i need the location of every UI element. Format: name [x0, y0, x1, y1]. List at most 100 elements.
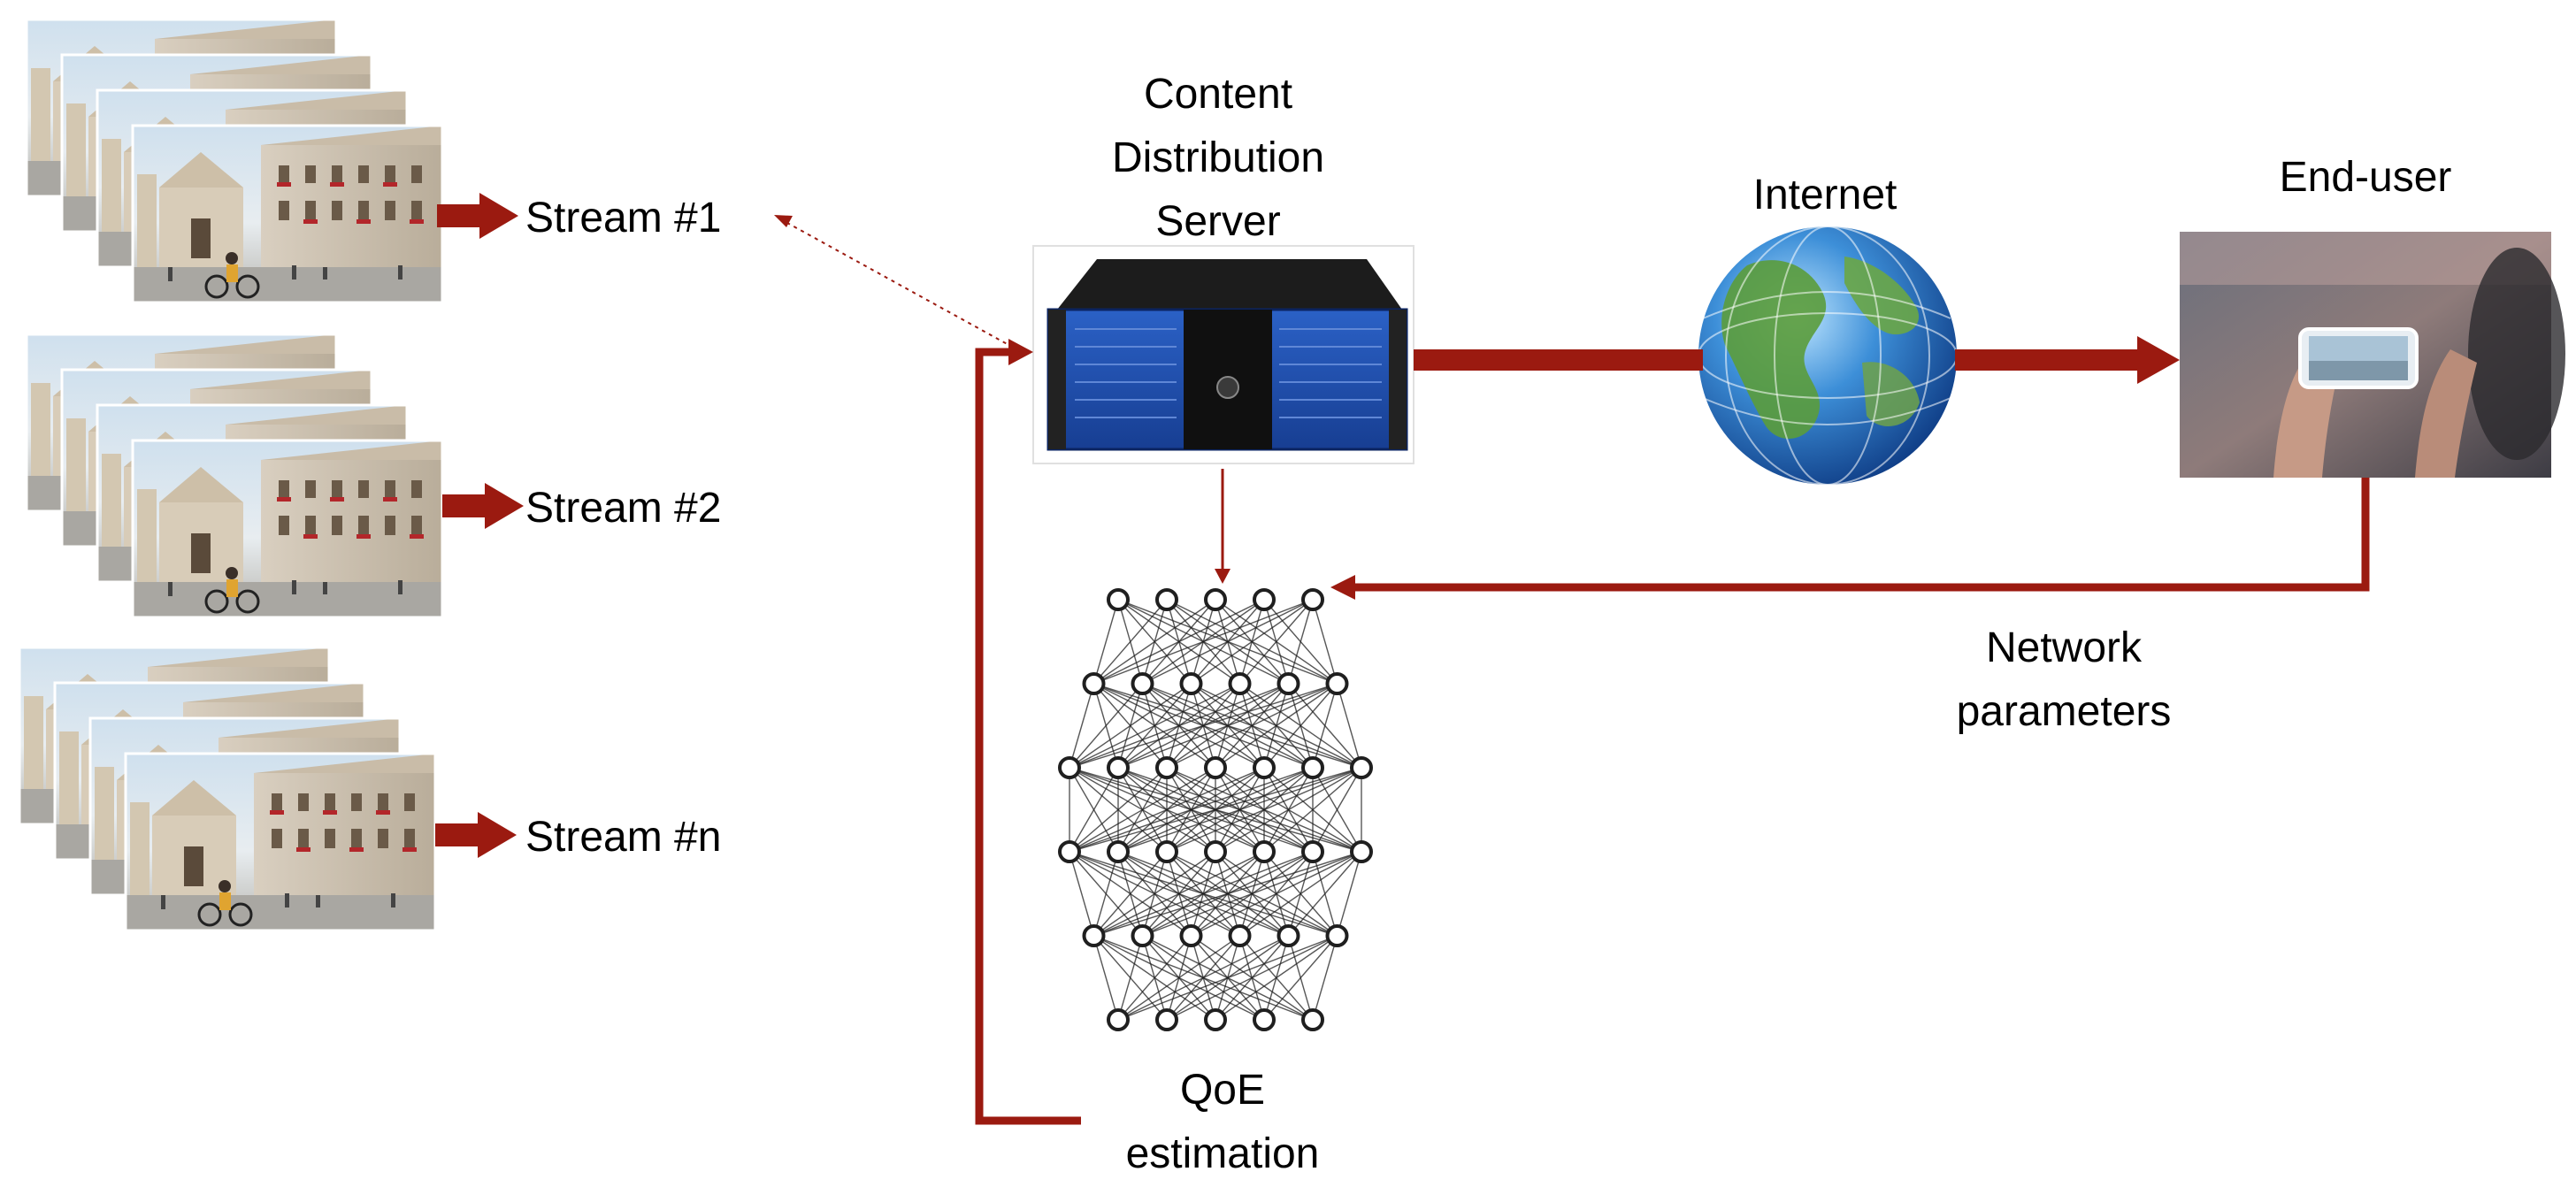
stream-arrow-shaft	[442, 494, 488, 517]
network-node	[1107, 1008, 1130, 1031]
stream-arrow-shaft	[435, 823, 481, 846]
network-node	[1107, 840, 1130, 863]
network-node	[1204, 1008, 1227, 1031]
network-edge	[1117, 935, 1144, 1021]
network-edge	[1191, 599, 1314, 685]
network-edge	[1142, 599, 1314, 685]
network-edge	[1069, 767, 1216, 853]
neural-network-icon	[1058, 588, 1373, 1031]
network-edge	[1069, 767, 1168, 853]
feedback-arrowhead	[1330, 575, 1355, 600]
network-edge	[1263, 935, 1338, 1021]
network-parameters-label-line-1: Network	[1986, 624, 2143, 671]
network-node	[1204, 756, 1227, 779]
network-edge	[1092, 851, 1168, 937]
network-edge	[1117, 935, 1289, 1021]
network-edge	[1069, 683, 1144, 769]
network-node	[1204, 588, 1227, 611]
qoe-feedback-line	[975, 348, 1081, 1125]
network-edge	[1093, 851, 1314, 937]
network-edge	[1093, 599, 1216, 685]
stream-arrowhead	[478, 812, 517, 858]
network-node	[1131, 924, 1154, 947]
network-node	[1325, 672, 1349, 695]
stream-arrow-shaft	[437, 204, 483, 227]
network-edge	[1069, 851, 1095, 937]
stream-frame	[126, 754, 435, 930]
network-node	[1276, 672, 1300, 695]
server-label-line-2: Distribution	[1112, 134, 1324, 181]
network-node	[1155, 1008, 1178, 1031]
network-edge	[1312, 767, 1362, 853]
end-user-arrowhead	[2137, 336, 2180, 384]
network-node	[1301, 1008, 1324, 1031]
network-edge	[1263, 683, 1338, 769]
network-edge	[1215, 683, 1338, 769]
network-edge	[1117, 767, 1362, 853]
network-node	[1179, 672, 1203, 695]
rack-server-icon	[1032, 245, 1414, 464]
network-edge	[1117, 935, 1192, 1021]
network-node	[1131, 672, 1154, 695]
network-edge	[1312, 683, 1338, 769]
network-edge	[1069, 683, 1289, 769]
network-edge	[1069, 683, 1192, 769]
network-edge	[1166, 935, 1338, 1021]
qoe-label-line-2: estimation	[1126, 1130, 1320, 1177]
network-node	[1228, 672, 1252, 695]
internet-label: Internet	[1753, 172, 1898, 218]
network-edge	[1093, 851, 1265, 937]
connectors	[774, 215, 2370, 1125]
globe-icon	[1698, 226, 1958, 486]
network-edge	[1263, 767, 1362, 853]
network-edge	[1069, 683, 1240, 769]
network-node	[1301, 588, 1324, 611]
network-edge	[1069, 767, 1362, 853]
qoe-label: QoE estimation	[1126, 1067, 1320, 1177]
network-node	[1253, 840, 1276, 863]
network-edge	[1191, 851, 1362, 937]
server-to-network-arrowhead	[1215, 569, 1230, 584]
server-label: Content Distribution Server	[1112, 71, 1324, 245]
network-edge	[1069, 683, 1095, 769]
network-node	[1276, 924, 1300, 947]
stream-selection-arrowhead	[774, 215, 793, 227]
stream-arrowhead	[479, 193, 518, 239]
network-node	[1107, 588, 1130, 611]
network-edge	[1092, 935, 1119, 1021]
network-edge	[1069, 767, 1265, 853]
stream-arrowhead	[485, 483, 524, 529]
video-streams: Stream #1 Stream #2 Stream #n	[18, 18, 721, 932]
end-user-label: End-user	[2280, 154, 2452, 201]
network-edge	[1215, 935, 1338, 1021]
network-edge	[1166, 683, 1338, 769]
network-node	[1253, 756, 1276, 779]
video-frames-stack-icon	[18, 646, 437, 932]
stream-2: Stream #2	[25, 333, 721, 619]
network-edge	[1117, 935, 1338, 1021]
network-edge	[1069, 683, 1338, 769]
network-edge	[1092, 851, 1119, 937]
stream-selection-dotted-line	[786, 222, 1021, 352]
network-edge	[1069, 767, 1314, 853]
network-parameters-label: Network parameters	[1957, 624, 2172, 735]
network-node	[1155, 756, 1178, 779]
network-node	[1155, 840, 1178, 863]
network-edge	[1093, 599, 1314, 685]
stream-1: Stream #1	[25, 18, 721, 304]
network-node	[1253, 588, 1276, 611]
network-node	[1228, 924, 1252, 947]
smartphone-viewer-icon	[2180, 232, 2565, 478]
network-connections	[1069, 599, 1362, 1021]
stream-label: Stream #2	[525, 485, 721, 532]
network-edge	[1166, 767, 1362, 853]
stream-label: Stream #n	[525, 814, 721, 861]
end-user-feedback-line	[1353, 478, 2370, 592]
network-edge	[1336, 851, 1362, 937]
network-node	[1058, 756, 1081, 779]
network-node	[1204, 840, 1227, 863]
video-frames-stack-icon	[25, 333, 444, 619]
network-node	[1107, 756, 1130, 779]
video-frames-stack-icon	[25, 18, 444, 304]
network-edge	[1092, 599, 1168, 685]
